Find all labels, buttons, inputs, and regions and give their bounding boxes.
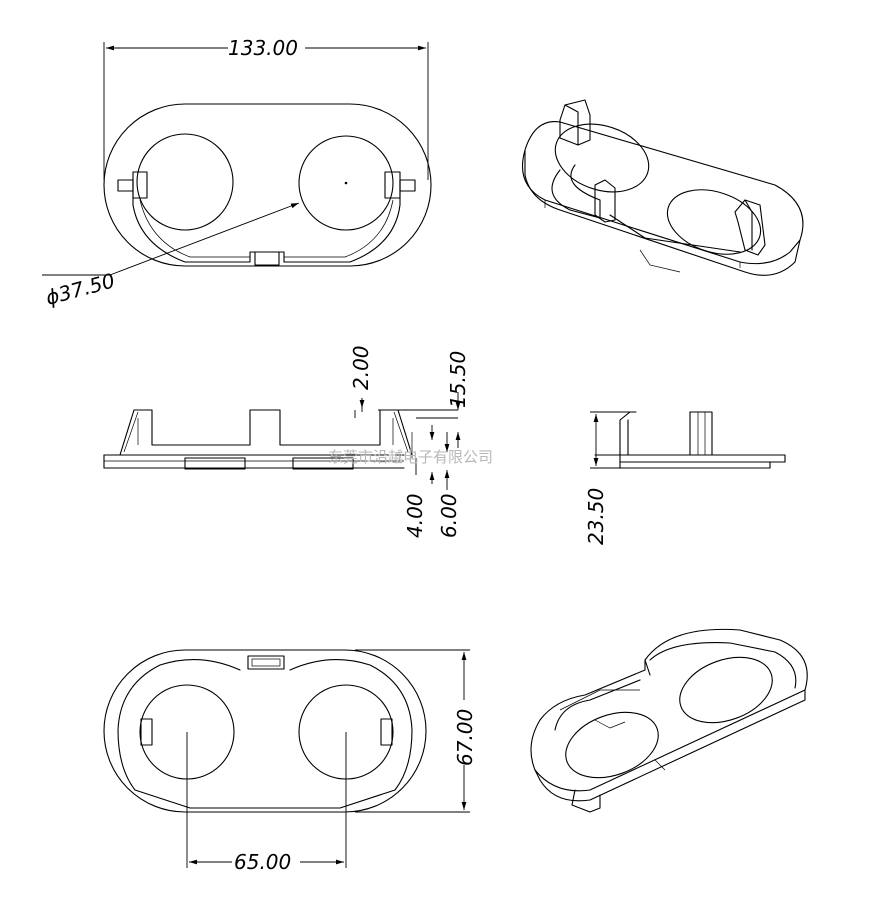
- side-height-label: 23.50: [584, 488, 608, 545]
- clip-height-label: 15.50: [446, 351, 470, 408]
- side-height-dimension: [590, 411, 635, 469]
- overall-width-label: 67.00: [453, 709, 477, 766]
- side-view: [594, 411, 786, 469]
- front-view-dimensions: [354, 392, 461, 490]
- company-watermark: 东莞市沿越电子有限公司: [328, 448, 493, 466]
- front-view: [103, 409, 413, 470]
- clip-gap-label: 2.00: [349, 345, 373, 390]
- top-view: [103, 103, 432, 267]
- isometric-view-bottom: [530, 628, 808, 813]
- bottom-view-dimensions: [186, 649, 470, 868]
- base-thickness-label: 6.00: [437, 493, 461, 538]
- diameter-leader: [42, 202, 300, 276]
- pitch-label: 65.00: [234, 850, 291, 874]
- overall-length-dimension: [103, 42, 429, 180]
- base-step-label: 4.00: [403, 493, 427, 538]
- isometric-view-top: [521, 99, 804, 276]
- overall-length-label: 133.00: [228, 36, 298, 60]
- bottom-view: [103, 649, 427, 813]
